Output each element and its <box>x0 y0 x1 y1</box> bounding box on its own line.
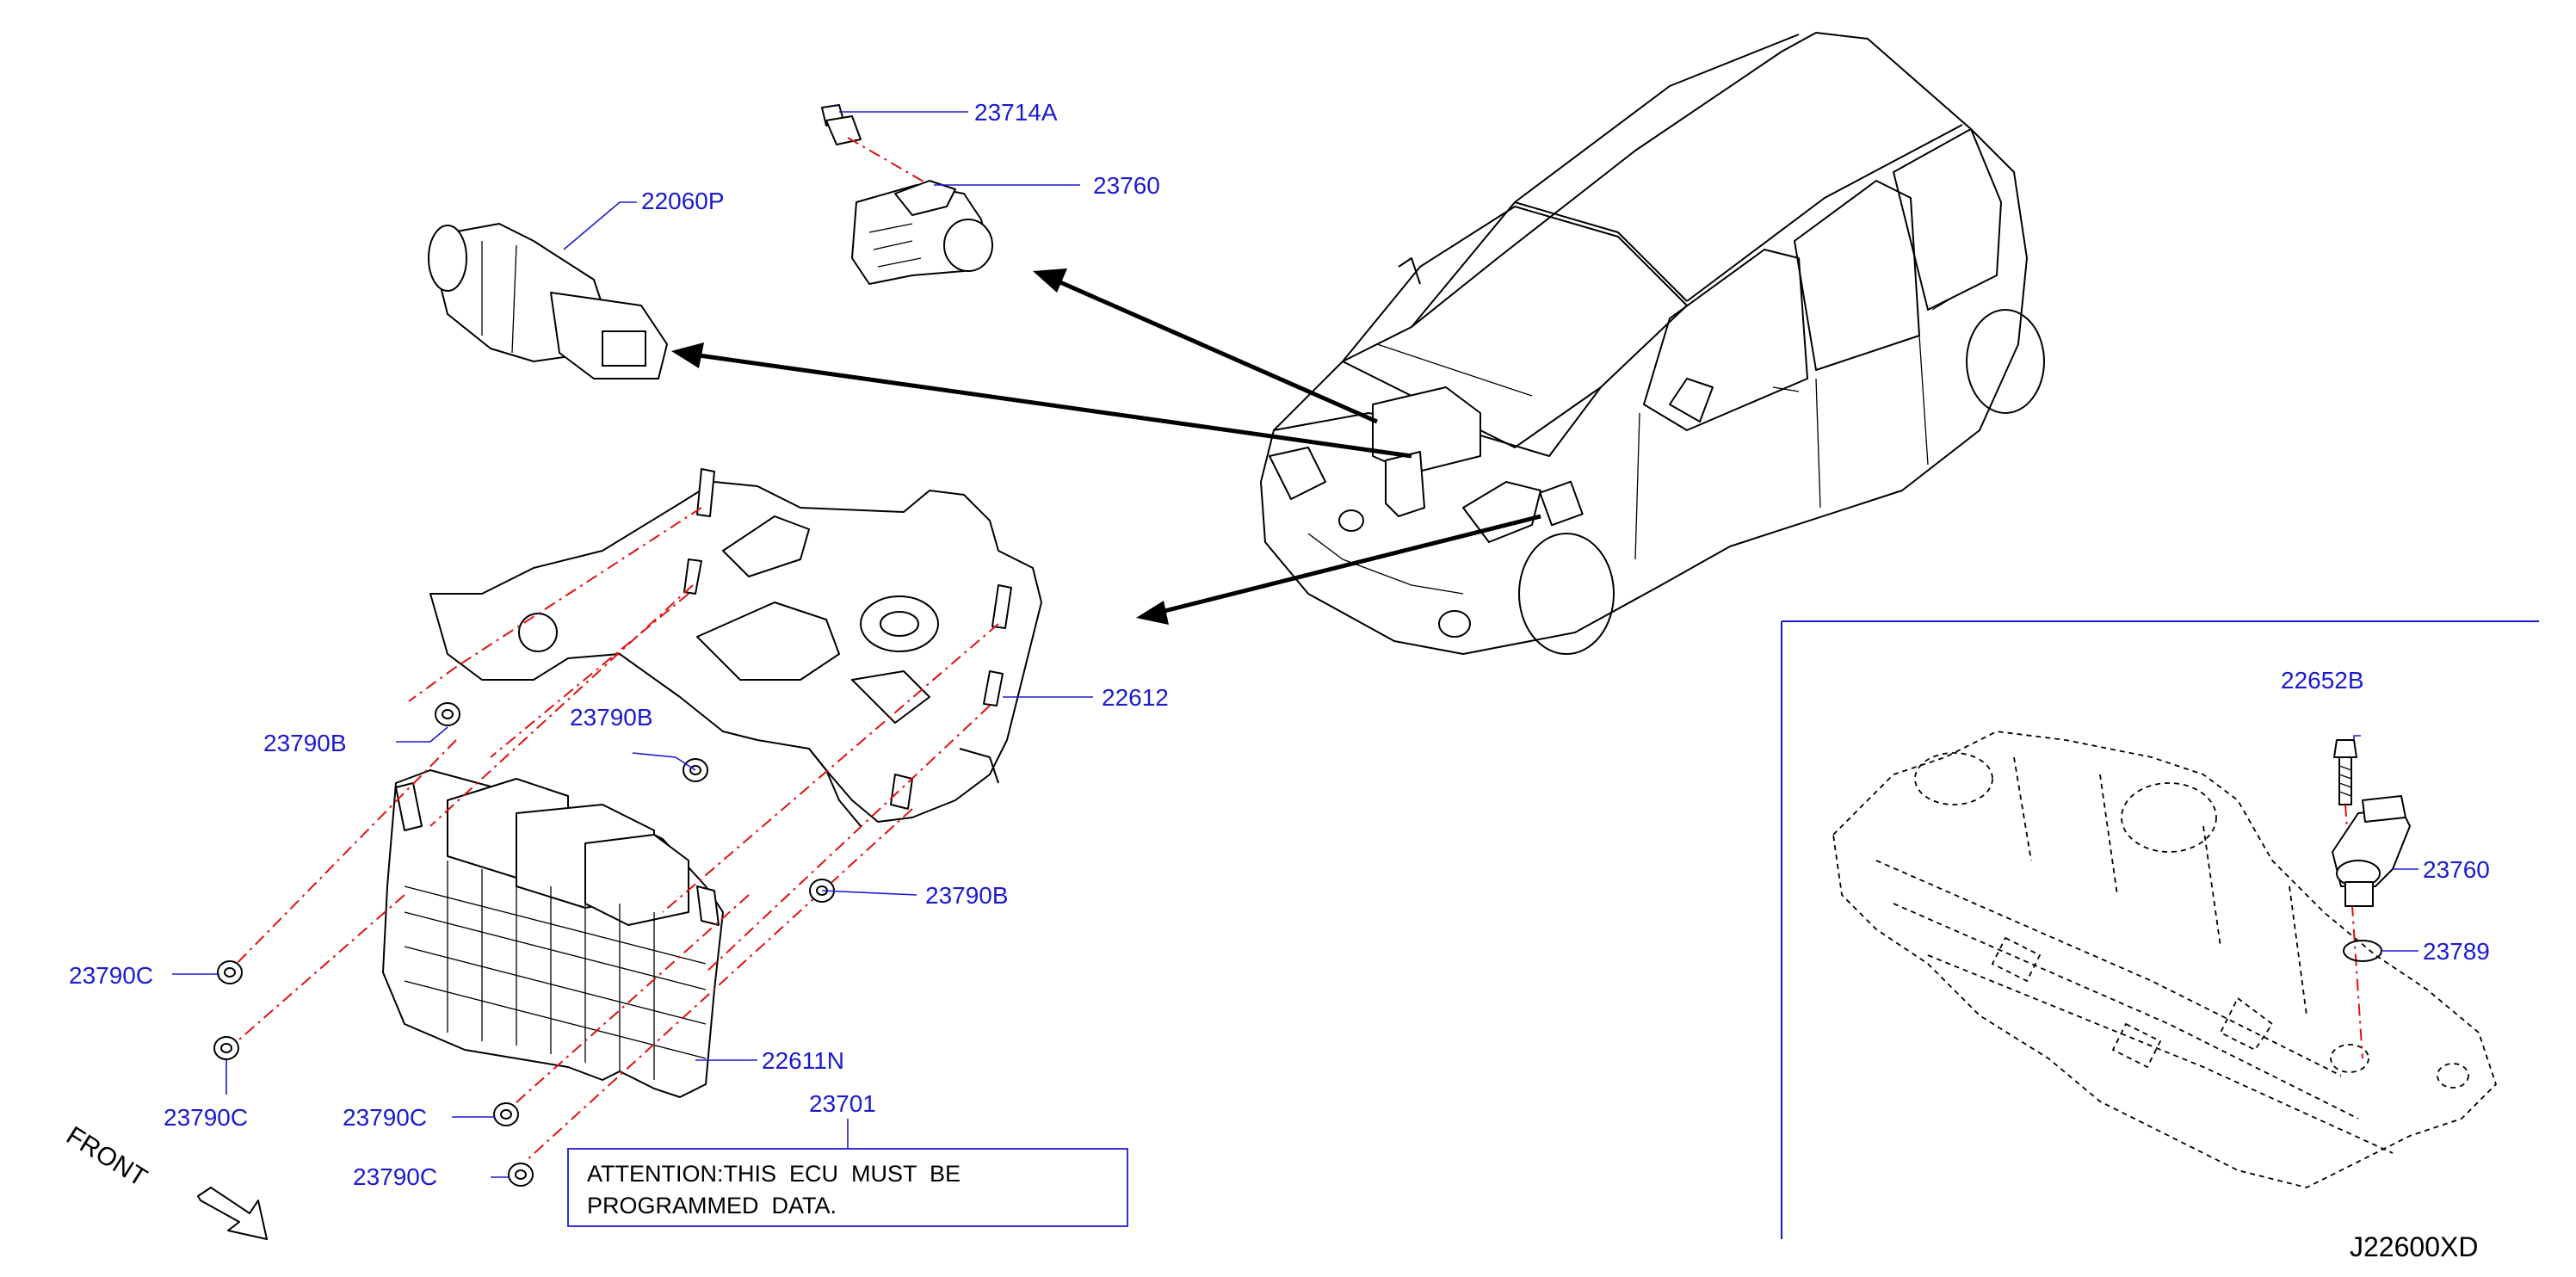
ecu-unit-22611N <box>382 769 724 1098</box>
label-23790C-3: 23790C <box>343 1104 427 1131</box>
label-23760-top: 23760 <box>1093 172 1160 199</box>
label-23789: 23789 <box>2423 938 2490 965</box>
knock-sensor-22060P <box>428 223 668 379</box>
label-23760-inset: 23760 <box>2423 856 2490 883</box>
part-labels: 23714A 23760 22060P 22612 23790B 23790B … <box>69 99 1169 1190</box>
diagram-code: J22600XD <box>2350 1231 2478 1262</box>
label-23790C-2: 23790C <box>164 1104 248 1131</box>
label-23790B-low: 23790B <box>925 882 1009 909</box>
label-22060P: 22060P <box>641 188 725 214</box>
front-indicator: FRONT <box>61 1121 268 1240</box>
location-arrows <box>671 268 1541 625</box>
inset-panel: 22652B 23760 23789 <box>1781 620 2539 1239</box>
label-23714A: 23714A <box>974 99 1058 126</box>
engine-block-dashed <box>1832 731 2498 1188</box>
vehicle-illustration <box>1260 32 2045 655</box>
front-arrow-icon <box>197 1187 268 1240</box>
attention-note-box: ATTENTION:THIS ECU MUST BE PROGRAMMED DA… <box>567 1148 1128 1227</box>
label-23790C-4: 23790C <box>353 1163 437 1190</box>
label-23790B-mid: 23790B <box>570 704 653 731</box>
label-23790B-left: 23790B <box>263 730 347 756</box>
label-23701: 23701 <box>809 1090 876 1117</box>
ecu-bracket-22612 <box>429 468 1042 827</box>
assembly-centerlines <box>227 507 999 1163</box>
cam-sensor-inset <box>2332 795 2411 907</box>
cam-sensor-top <box>821 104 993 285</box>
leader-lines <box>172 111 1093 1178</box>
attention-line-2: PROGRAMMED DATA. <box>587 1193 837 1218</box>
label-22612: 22612 <box>1102 684 1169 711</box>
attention-line-1: ATTENTION:THIS ECU MUST BE <box>587 1161 961 1187</box>
label-22611N: 22611N <box>762 1047 844 1074</box>
label-22652B: 22652B <box>2281 667 2364 694</box>
label-23790C-1: 23790C <box>69 962 153 989</box>
front-label: FRONT <box>61 1121 151 1193</box>
bolt-22652B <box>2333 739 2357 805</box>
